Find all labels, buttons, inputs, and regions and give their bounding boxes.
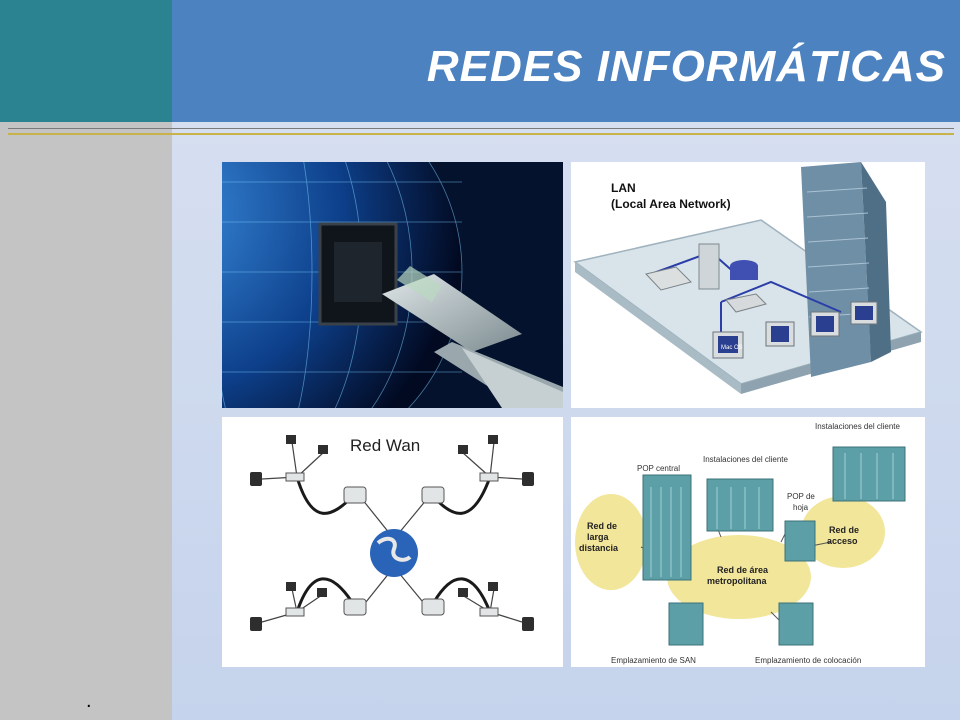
divider-line-gold xyxy=(8,133,954,135)
label-long-distance-2: larga xyxy=(587,532,610,542)
divider-line xyxy=(8,128,954,129)
wan-diagram: Red Wan xyxy=(222,417,563,667)
label-long-distance-1: Red de xyxy=(587,521,617,531)
lan-title: LAN xyxy=(611,181,636,195)
screen-label: Mac OS xyxy=(721,345,743,351)
ethernet-image xyxy=(222,162,563,408)
left-sidebar xyxy=(0,122,172,720)
label-metro-2: metropolitana xyxy=(707,576,768,586)
slide-title: REDES INFORMÁTICAS xyxy=(426,42,946,91)
label-long-distance-3: distancia xyxy=(579,543,619,553)
wan-title: Red Wan xyxy=(350,436,420,455)
lan-diagram: Mac OS LAN (Local Area Network) xyxy=(571,162,925,408)
label-access-1: Red de xyxy=(829,525,859,535)
left-accent-block xyxy=(0,0,172,122)
header-bar: REDES INFORMÁTICAS xyxy=(172,0,960,122)
label-pop-central: POP central xyxy=(637,464,680,473)
label-san: Emplazamiento de SAN xyxy=(611,656,696,665)
footer-mark: . xyxy=(86,690,92,712)
label-pop-hoja-1: POP de xyxy=(787,492,815,501)
ethernet-globe-icon xyxy=(222,162,563,408)
label-access-2: acceso xyxy=(827,536,858,546)
label-clients-top: Instalaciones del cliente xyxy=(815,422,900,431)
man-diagram: Instalaciones del cliente Instalaciones … xyxy=(571,417,925,667)
label-clients-mid: Instalaciones del cliente xyxy=(703,455,788,464)
label-metro-1: Red de área xyxy=(717,565,769,575)
lan-subtitle: (Local Area Network) xyxy=(611,197,731,211)
label-pop-hoja-2: hoja xyxy=(793,503,809,512)
label-colocation: Emplazamiento de colocación xyxy=(755,656,861,665)
